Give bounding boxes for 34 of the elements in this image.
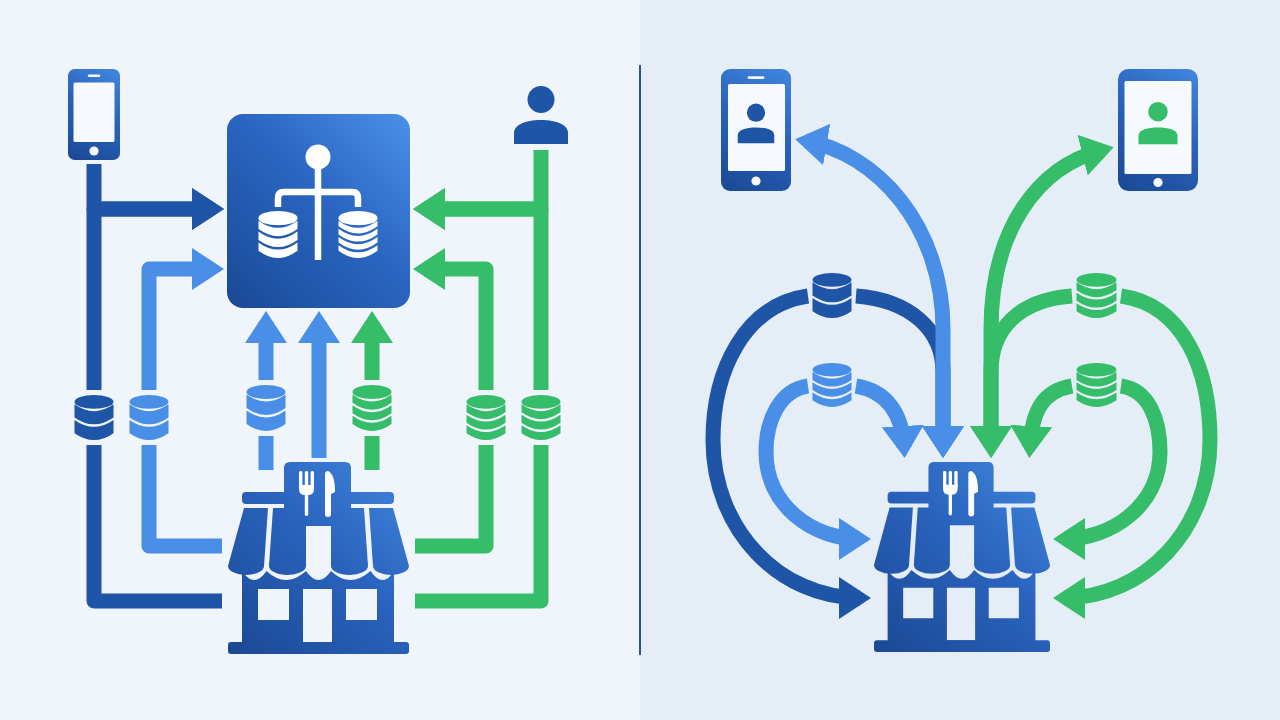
arrow <box>705 288 871 618</box>
double-arrow <box>970 136 1114 458</box>
double-arrow <box>795 125 964 458</box>
storefront-icon <box>228 462 409 656</box>
database-icon <box>246 385 286 431</box>
database-icon <box>352 385 392 431</box>
arrow <box>413 188 549 390</box>
arrow <box>351 311 393 380</box>
connector-line <box>364 436 380 470</box>
database-icon <box>466 395 506 440</box>
connector-line <box>415 445 494 554</box>
person-icon <box>514 86 568 144</box>
database-icon <box>1076 273 1117 318</box>
smartphone-user-icon <box>721 69 791 191</box>
database-icon <box>129 395 169 440</box>
arrow <box>413 248 494 390</box>
arrow <box>298 311 340 458</box>
database-icon <box>521 395 561 440</box>
database-icon <box>1076 363 1117 407</box>
database-icon <box>812 363 852 407</box>
connector-line <box>258 436 274 470</box>
smartphone-icon <box>68 69 120 160</box>
connector-line <box>415 445 549 609</box>
database-icon <box>812 273 852 318</box>
tablet-user-icon <box>1118 69 1198 191</box>
arrow <box>141 248 224 390</box>
storefront-icon <box>874 462 1050 654</box>
arrow <box>1010 378 1074 458</box>
connector-line <box>86 445 222 609</box>
connector-line <box>141 445 222 554</box>
database-icon <box>74 395 114 440</box>
hub-box <box>227 114 410 308</box>
arrow <box>245 311 287 380</box>
arrow <box>86 188 224 390</box>
